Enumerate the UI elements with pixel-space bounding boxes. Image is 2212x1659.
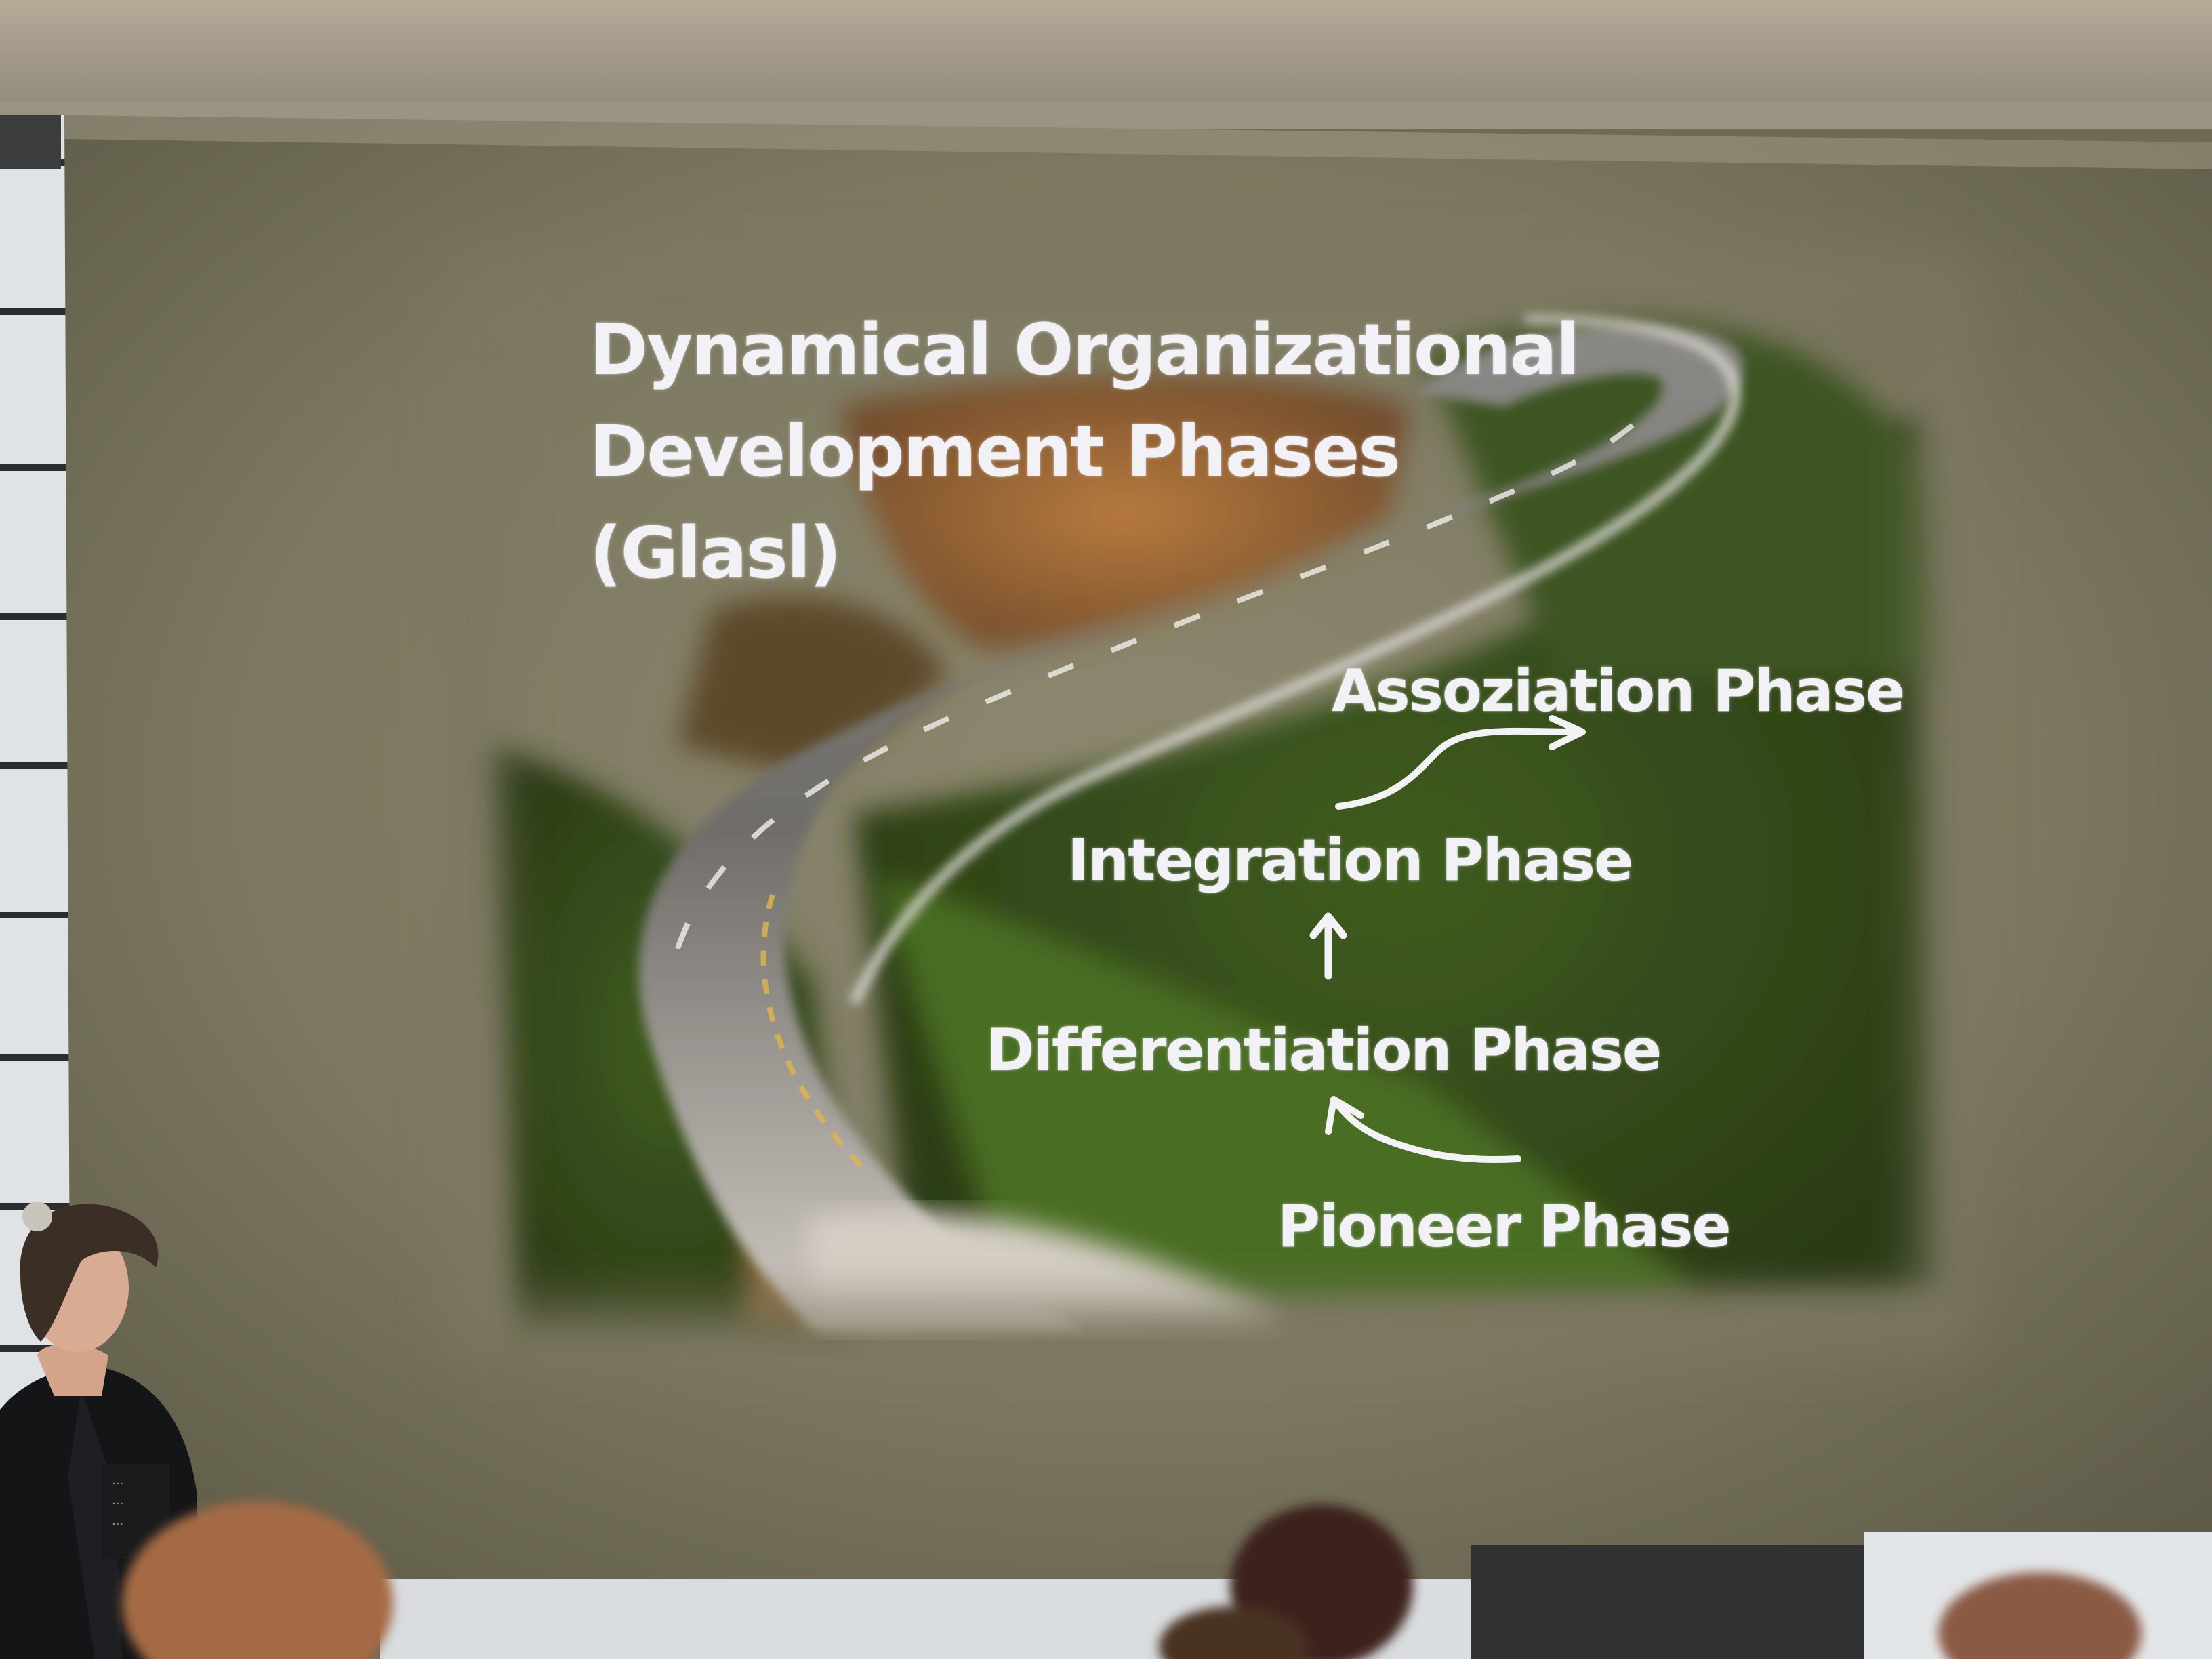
phase-label-assoziation: Assoziation Phase — [1332, 657, 1905, 725]
phase-label-integration: Integration Phase — [1067, 827, 1633, 895]
shirt-text-line-1: ... — [112, 1473, 123, 1488]
phase-label-differentiation: Differentiation Phase — [986, 1017, 1662, 1084]
arrow-up-to-integration-icon — [1309, 912, 1347, 980]
slide-title-line-3: (Glasl) — [590, 512, 842, 594]
slide-title-line-2: Development Phases — [590, 410, 1400, 493]
slide-title-line-1: Dynamical Organizational — [590, 308, 1580, 391]
arrow-to-differentiation-icon — [1325, 1096, 1521, 1163]
shirt-text-line-2: ... — [112, 1494, 123, 1508]
arrow-to-assoziation-icon — [1335, 715, 1586, 810]
phase-label-pioneer: Pioneer Phase — [1277, 1193, 1732, 1261]
shirt-text-line-3: ... — [112, 1514, 123, 1528]
audience — [122, 1501, 2142, 1659]
